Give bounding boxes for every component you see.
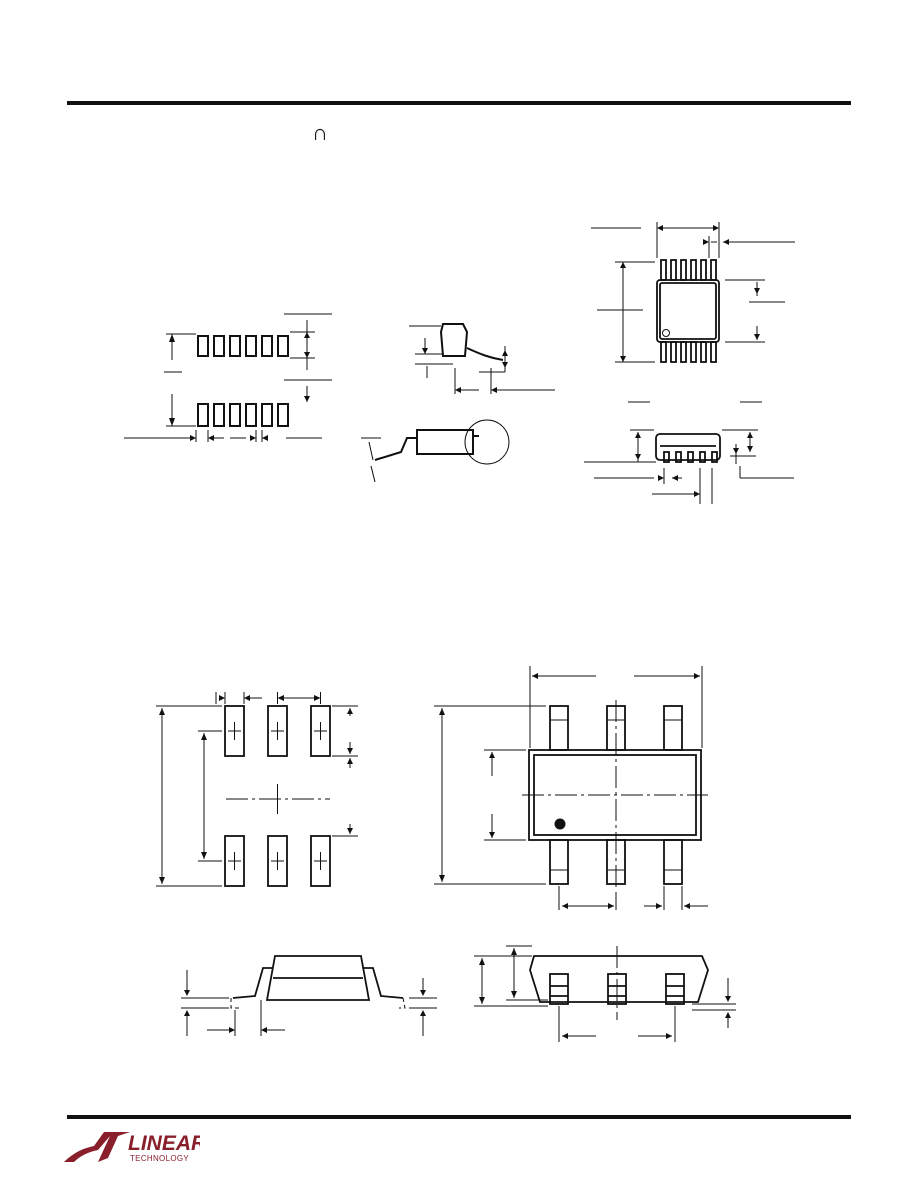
sot23-land-pattern-drawing bbox=[156, 692, 358, 887]
msop-footprint-drawing bbox=[124, 313, 332, 442]
footer-rule bbox=[67, 1115, 851, 1119]
sot23-top-view-drawing bbox=[434, 666, 708, 910]
logo-brand-sub: TECHNOLOGY bbox=[130, 1154, 189, 1163]
sot23-end-view-drawing bbox=[474, 945, 736, 1042]
lt-mark-icon bbox=[64, 1132, 130, 1162]
lead-detail-drawing bbox=[361, 323, 555, 483]
header-rule bbox=[67, 101, 851, 105]
logo-brand-main: LINEAR bbox=[128, 1132, 200, 1155]
sot23-side-view-drawing bbox=[181, 955, 437, 1036]
msop-side-view-drawing bbox=[584, 401, 794, 504]
msop-top-view-drawing bbox=[591, 222, 795, 363]
section-heading: ∩ bbox=[312, 120, 328, 145]
linear-technology-logo: LINEAR TECHNOLOGY bbox=[64, 1132, 200, 1163]
